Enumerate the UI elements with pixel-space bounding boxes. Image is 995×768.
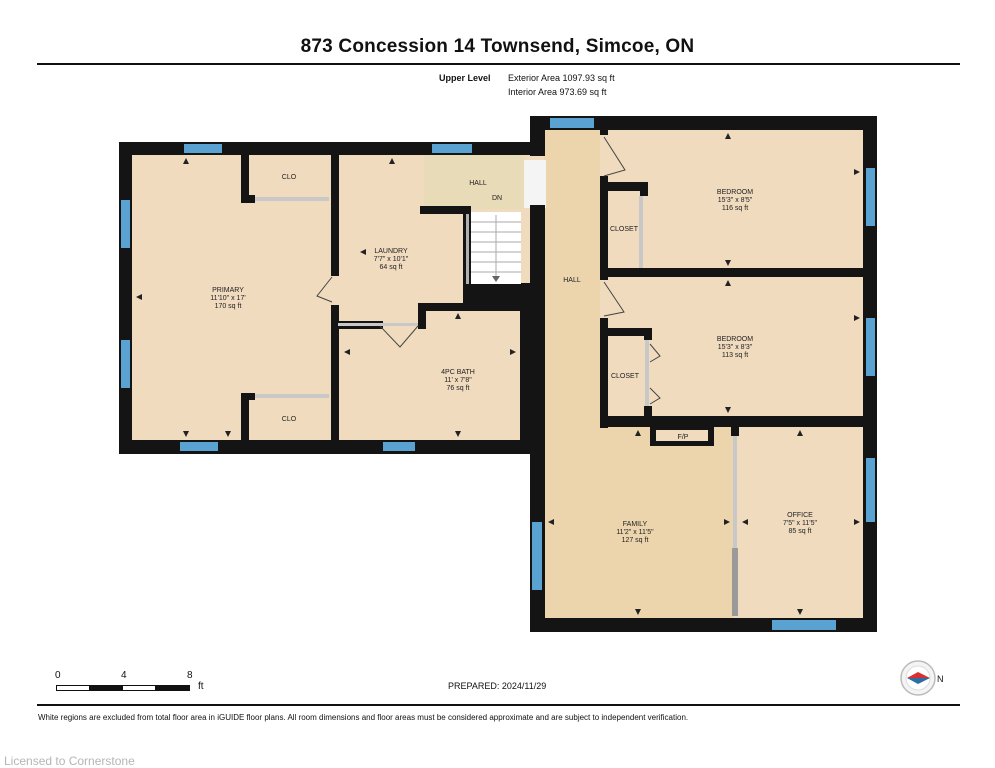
level-label: Upper Level [439, 73, 491, 83]
room-labels: PRIMARY 11'10" x 17' 170 sq ft LAUNDRY 7… [210, 174, 817, 544]
room-area-bath: 76 sq ft [447, 385, 470, 392]
disclaimer-text: White regions are excluded from total fl… [38, 713, 689, 722]
closet-label-east-1: CLOSET [610, 226, 639, 233]
scale-segment [89, 685, 124, 691]
hall-label-main: HALL [563, 277, 581, 284]
scale-unit: ft [198, 681, 204, 692]
interior-area: Interior Area 973.69 sq ft [508, 87, 607, 97]
dimension-markers [136, 133, 860, 615]
doors [255, 136, 738, 616]
license-watermark: Licensed to Cornerstone [4, 754, 135, 768]
prepared-date: PREPARED: 2024/11/29 [448, 681, 547, 691]
stair-down-label: DN [492, 195, 502, 202]
room-area-office: 85 sq ft [789, 528, 812, 535]
room-name-laundry: LAUNDRY [374, 248, 408, 255]
room-area-bedroom-1: 116 sq ft [722, 205, 748, 212]
room-area-laundry: 64 sq ft [380, 264, 403, 271]
page-title: 873 Concession 14 Townsend, Simcoe, ON [300, 36, 695, 57]
compass-north-label: N [937, 674, 944, 684]
room-name-office: OFFICE [787, 512, 813, 519]
title-rule [37, 63, 960, 65]
fireplace-label: F/P [678, 434, 689, 441]
room-area-family: 127 sq ft [622, 537, 649, 544]
staircase [471, 212, 521, 284]
room-name-bath: 4PC BATH [441, 369, 475, 376]
closet-label-bottom: CLO [282, 416, 297, 423]
room-dims-primary: 11'10" x 17' [210, 295, 245, 302]
fireplace-hearth [656, 430, 708, 441]
room-area-bedroom-2: 113 sq ft [722, 352, 748, 359]
room-name-bedroom-1: BEDROOM [717, 189, 753, 196]
exterior-area: Exterior Area 1097.93 sq ft [508, 73, 615, 83]
room-dims-bath: 11' x 7'8" [444, 377, 472, 384]
hall-label-top: HALL [469, 180, 487, 187]
room-name-primary: PRIMARY [212, 287, 244, 294]
room-name-family: FAMILY [623, 521, 648, 528]
room-name-bedroom-2: BEDROOM [717, 336, 753, 343]
closet-label-east-2: CLOSET [611, 373, 640, 380]
room-dims-laundry: 7'7" x 10'1" [374, 256, 409, 263]
windows [121, 118, 875, 630]
room-area-primary: 170 sq ft [215, 303, 242, 310]
room-dims-bedroom-1: 15'3" x 8'5" [718, 197, 753, 204]
north-compass-icon: N [899, 659, 947, 704]
scale-tick-0: 0 [55, 670, 61, 681]
room-dims-family: 11'2" x 11'5" [616, 529, 654, 536]
room-dims-office: 7'5" x 11'5" [783, 520, 817, 527]
scale-segment [56, 685, 91, 691]
scale-tick-8: 8 [187, 670, 193, 681]
scale-segment [122, 685, 157, 691]
closet-label-top: CLO [282, 174, 297, 181]
scale-tick-4: 4 [121, 670, 127, 681]
scale-segment [155, 685, 190, 691]
room-dims-bedroom-2: 15'3" x 8'3" [718, 344, 753, 351]
footer-rule [37, 704, 960, 706]
floor-plan: PRIMARY 11'10" x 17' 170 sq ft LAUNDRY 7… [119, 116, 877, 632]
